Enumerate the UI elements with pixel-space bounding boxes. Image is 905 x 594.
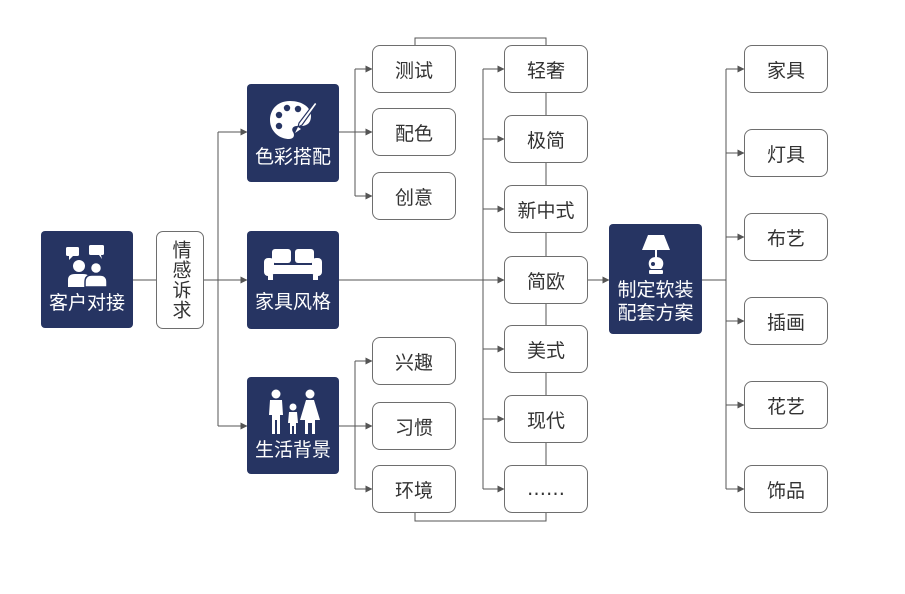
node-color-match-label: 色彩搭配	[254, 145, 331, 168]
color-item-creative[interactable]: 创意	[372, 172, 456, 220]
style-item-american[interactable]: 美式	[504, 325, 588, 373]
style-item-minimal[interactable]: 极简	[504, 115, 588, 163]
node-furniture-style-label: 家具风格	[254, 290, 331, 313]
color-item-palette[interactable]: 配色	[372, 108, 456, 156]
people-chat-icon	[66, 245, 108, 288]
node-solution-label: 制定软装 配套方案	[617, 279, 694, 324]
style-item-new-chinese[interactable]: 新中式	[504, 185, 588, 233]
sofa-icon	[264, 248, 322, 280]
node-furniture-style[interactable]: 家具风格	[247, 231, 339, 329]
style-item-light-luxury[interactable]: 轻奢	[504, 45, 588, 93]
output-item-fabric[interactable]: 布艺	[744, 213, 828, 261]
output-item-floral[interactable]: 花艺	[744, 381, 828, 429]
palette-icon	[270, 100, 318, 139]
life-item-environment[interactable]: 环境	[372, 465, 456, 513]
life-item-habit[interactable]: 习惯	[372, 402, 456, 450]
node-solution[interactable]: 制定软装 配套方案	[609, 224, 702, 334]
bottom-bracket	[414, 513, 547, 522]
node-emotional-appeal[interactable]: 情感诉求	[156, 231, 204, 329]
family-icon	[269, 389, 320, 434]
node-emotional-appeal-label: 情感诉求	[169, 240, 192, 320]
node-client[interactable]: 客户对接	[41, 231, 133, 328]
node-client-label: 客户对接	[48, 292, 125, 314]
output-item-lighting[interactable]: 灯具	[744, 129, 828, 177]
lamp-icon	[641, 235, 670, 274]
color-item-test[interactable]: 测试	[372, 45, 456, 93]
node-color-match[interactable]: 色彩搭配	[247, 84, 339, 182]
output-item-painting[interactable]: 插画	[744, 297, 828, 345]
life-item-interest[interactable]: 兴趣	[372, 337, 456, 385]
output-item-furniture[interactable]: 家具	[744, 45, 828, 93]
style-item-simple-euro[interactable]: 简欧	[504, 256, 588, 304]
node-life-background[interactable]: 生活背景	[247, 377, 339, 474]
style-item-more[interactable]: ……	[504, 465, 588, 513]
output-item-ornaments[interactable]: 饰品	[744, 465, 828, 513]
node-life-background-label: 生活背景	[254, 439, 331, 461]
style-item-modern[interactable]: 现代	[504, 395, 588, 443]
top-bracket	[414, 37, 547, 45]
